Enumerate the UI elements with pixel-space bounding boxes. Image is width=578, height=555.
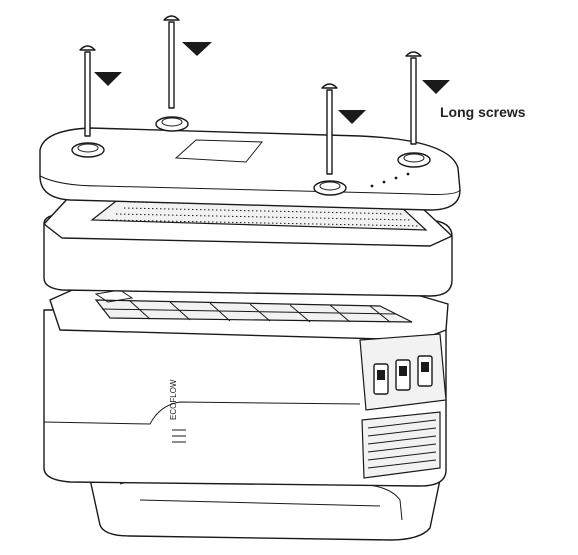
down-arrow-icon	[338, 110, 366, 124]
long-screws-callout: Long screws	[440, 104, 526, 120]
long-screw	[405, 51, 422, 145]
control-panel	[359, 333, 447, 411]
screw-boss	[155, 116, 189, 132]
down-arrow-icon	[94, 72, 122, 86]
long-screw	[321, 83, 338, 175]
vent-grille	[361, 411, 441, 479]
top-lid	[39, 116, 461, 211]
down-arrow-icon	[182, 42, 212, 56]
long-screw	[163, 15, 180, 109]
screw-boss	[71, 142, 105, 158]
down-arrow-icon	[422, 80, 450, 94]
long-screw	[79, 45, 96, 137]
base-unit: ECOFLOW	[43, 281, 449, 541]
brand-label: ECOFLOW	[169, 379, 178, 420]
screw-boss	[397, 152, 431, 168]
battery-cell-grid	[94, 289, 413, 323]
screw-boss	[313, 180, 347, 196]
middle-frame	[43, 195, 453, 297]
